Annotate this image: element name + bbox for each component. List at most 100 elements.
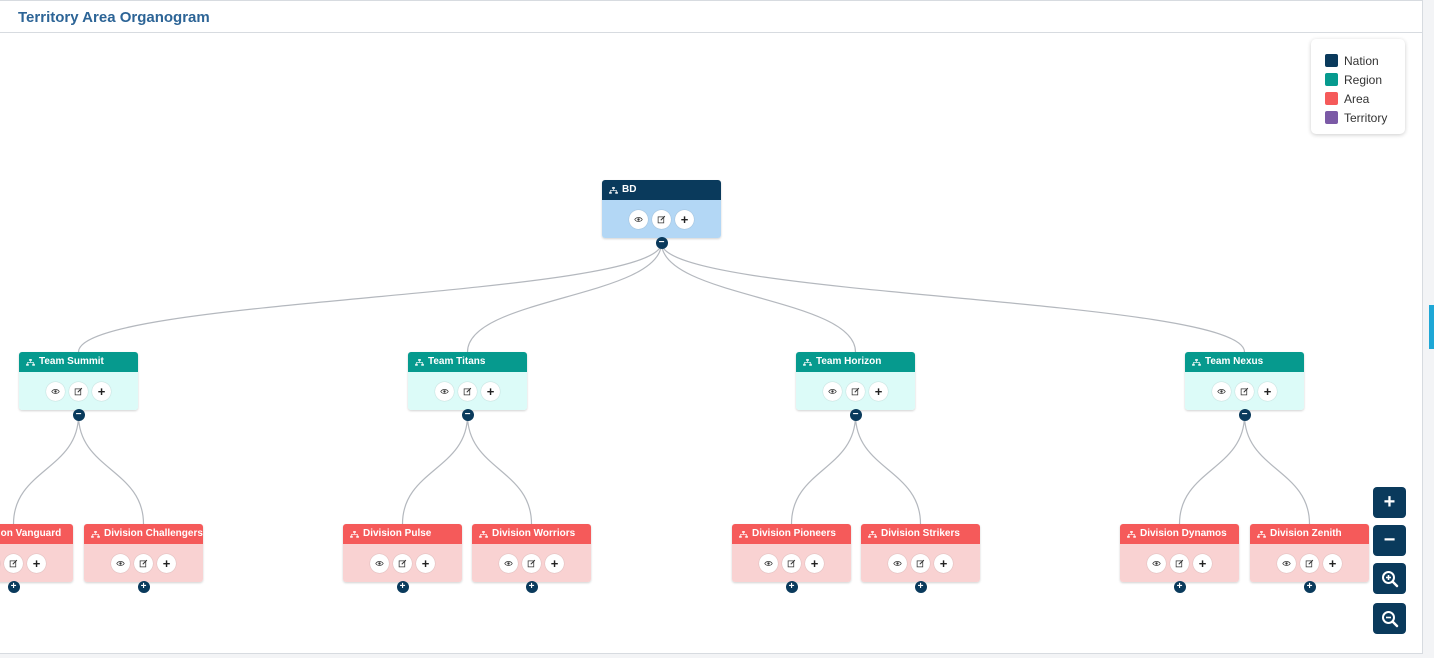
node-actions: + (19, 372, 138, 410)
legend-label: Nation (1344, 53, 1379, 68)
org-node-team-nexus[interactable]: Team Nexus + (1185, 352, 1304, 410)
add-child-button[interactable]: + (27, 553, 46, 573)
zoom-out-button[interactable] (1373, 603, 1406, 634)
add-child-button[interactable]: + (805, 553, 824, 573)
expand-toggle[interactable]: + (914, 581, 927, 593)
edit-button[interactable] (1235, 381, 1254, 401)
org-node-division-zenith[interactable]: Division Zenith + (1250, 524, 1369, 582)
view-button[interactable] (1147, 553, 1166, 573)
org-node-division-strikers[interactable]: Division Strikers + (861, 524, 980, 582)
collapse-toggle[interactable]: − (655, 237, 668, 249)
org-node-team-titans[interactable]: Team Titans + (408, 352, 527, 410)
org-link (466, 414, 533, 525)
view-button[interactable] (1212, 381, 1231, 401)
org-chart-canvas[interactable]: BD+−Team Summit+−Team Titans+−Team Horiz… (0, 34, 1422, 654)
node-name: Division Strikers (881, 528, 960, 539)
org-node-team-horizon[interactable]: Team Horizon + (796, 352, 915, 410)
edit-button[interactable] (134, 553, 153, 573)
view-button[interactable] (46, 381, 65, 401)
add-child-button[interactable]: + (416, 553, 435, 573)
collapse-button[interactable]: − (1373, 525, 1406, 556)
view-button[interactable] (370, 553, 389, 573)
collapse-toggle[interactable]: − (1238, 409, 1251, 421)
node-header[interactable]: Team Nexus (1185, 352, 1304, 372)
node-header[interactable]: Team Summit (19, 352, 138, 372)
add-child-button[interactable]: + (675, 209, 694, 229)
node-header[interactable]: Division Challengers (84, 524, 203, 544)
add-child-button[interactable]: + (1323, 553, 1342, 573)
org-node-bd[interactable]: BD + (602, 180, 721, 238)
node-actions: + (1120, 544, 1239, 582)
expand-toggle[interactable]: + (1173, 581, 1186, 593)
edit-button[interactable] (69, 381, 88, 401)
collapse-toggle[interactable]: − (849, 409, 862, 421)
node-header[interactable]: Team Horizon (796, 352, 915, 372)
hierarchy-icon (479, 530, 488, 538)
side-scroll-indicator[interactable] (1429, 305, 1434, 349)
expand-toggle[interactable]: + (1303, 581, 1316, 593)
add-child-button[interactable]: + (934, 553, 953, 573)
node-actions: + (1185, 372, 1304, 410)
node-name: Team Horizon (816, 356, 882, 367)
view-button[interactable] (435, 381, 454, 401)
edit-button[interactable] (458, 381, 477, 401)
edit-button[interactable] (393, 553, 412, 573)
node-header[interactable]: Division Worriors (472, 524, 591, 544)
collapse-toggle[interactable]: − (461, 409, 474, 421)
collapse-toggle[interactable]: − (72, 409, 85, 421)
edit-button[interactable] (652, 209, 671, 229)
org-node-division-pulse[interactable]: Division Pulse + (343, 524, 462, 582)
edit-button[interactable] (4, 553, 23, 573)
add-child-button[interactable]: + (1193, 553, 1212, 573)
node-name: Division Pulse (363, 528, 432, 539)
org-node-division-pioneers[interactable]: Division Pioneers + (732, 524, 851, 582)
edit-button[interactable] (846, 381, 865, 401)
expand-toggle[interactable]: + (396, 581, 409, 593)
view-button[interactable] (111, 553, 130, 573)
add-child-button[interactable]: + (481, 381, 500, 401)
edit-icon (787, 559, 796, 568)
view-button[interactable] (759, 553, 778, 573)
add-child-button[interactable]: + (157, 553, 176, 573)
page-title: Territory Area Organogram (18, 9, 210, 26)
view-button[interactable] (629, 209, 648, 229)
org-node-team-summit[interactable]: Team Summit + (19, 352, 138, 410)
node-header[interactable]: Division Pulse (343, 524, 462, 544)
edit-button[interactable] (1170, 553, 1189, 573)
view-button[interactable] (1277, 553, 1296, 573)
edit-button[interactable] (522, 553, 541, 573)
org-node-division-dynamos[interactable]: Division Dynamos + (1120, 524, 1239, 582)
expand-toggle[interactable]: + (785, 581, 798, 593)
edit-button[interactable] (782, 553, 801, 573)
expand-toggle[interactable]: + (525, 581, 538, 593)
view-button[interactable] (499, 553, 518, 573)
zoom-in-button[interactable] (1373, 563, 1406, 594)
org-node-division-worriors[interactable]: Division Worriors + (472, 524, 591, 582)
edit-button[interactable] (1300, 553, 1319, 573)
expand-button[interactable]: + (1373, 487, 1406, 518)
add-child-button[interactable]: + (545, 553, 564, 573)
node-header[interactable]: Division Vanguard (0, 524, 73, 544)
node-header[interactable]: Division Zenith (1250, 524, 1369, 544)
node-header[interactable]: BD (602, 180, 721, 200)
edit-icon (398, 559, 407, 568)
expand-toggle[interactable]: + (137, 581, 150, 593)
node-header[interactable]: Team Titans (408, 352, 527, 372)
add-child-button[interactable]: + (869, 381, 888, 401)
zoom-in-icon (1381, 570, 1398, 587)
node-name: Division Dynamos (1140, 528, 1227, 539)
org-node-division-challengers[interactable]: Division Challengers + (84, 524, 203, 582)
add-child-button[interactable]: + (1258, 381, 1277, 401)
node-header[interactable]: Division Strikers (861, 524, 980, 544)
expand-toggle[interactable]: + (7, 581, 20, 593)
edit-button[interactable] (911, 553, 930, 573)
minus-icon: − (1383, 529, 1396, 551)
eye-icon (51, 387, 60, 396)
view-button[interactable] (888, 553, 907, 573)
node-header[interactable]: Division Pioneers (732, 524, 851, 544)
org-node-division-vanguard[interactable]: Division Vanguard + (0, 524, 73, 582)
node-header[interactable]: Division Dynamos (1120, 524, 1239, 544)
add-child-button[interactable]: + (92, 381, 111, 401)
view-button[interactable] (823, 381, 842, 401)
